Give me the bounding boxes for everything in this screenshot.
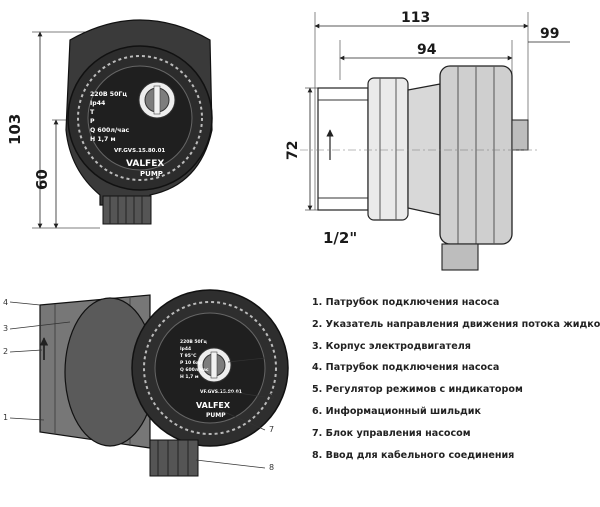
parts-legend: 1. Патрубок подключения насоса 2. Указат…	[312, 296, 600, 470]
iso-nameplate-line-3: T 95°C	[180, 353, 197, 359]
callout-leaders	[9, 301, 266, 469]
iso-model-text: VF.GVS.15.80.01	[200, 389, 242, 395]
legend-item-8: 8. Ввод для кабельного соединения	[312, 449, 515, 461]
front-model-text: VF.GVS.15.80.01	[114, 148, 165, 154]
iso-nameplate-line-6: H 1,7 м	[180, 374, 199, 380]
isometric-view: 220В 50Гц Ip44 T 95°C P 10 бар Q 600л/ча…	[3, 289, 289, 477]
front-nameplate-line-2: Ip44	[90, 100, 106, 107]
dim-72-label: 72	[285, 141, 301, 160]
iso-product-text: PUMP	[206, 412, 226, 419]
side-view: 113 99 94 72 1/2"	[285, 10, 570, 271]
callout-8: 8	[269, 463, 274, 472]
side-cable-gland	[441, 243, 479, 271]
callout-4: 4	[3, 298, 8, 307]
dim-103-label: 103	[6, 114, 24, 145]
callout-2: 2	[3, 347, 8, 356]
front-nameplate-line-3: T	[90, 109, 95, 116]
dim-94-label: 94	[417, 42, 437, 58]
legend-item-4: 4. Патрубок подключения насоса	[312, 362, 500, 374]
front-nameplate-line-5: Q 600л/час	[90, 127, 130, 134]
iso-nameplate-line-2: Ip44	[180, 346, 191, 352]
iso-cable-block	[149, 439, 199, 477]
callout-1: 1	[3, 413, 8, 422]
dim-113-label: 113	[401, 10, 430, 26]
front-nameplate-line-4: P	[90, 118, 95, 125]
callout-7: 7	[269, 425, 274, 434]
callout-5: 5	[269, 353, 274, 362]
legend-item-3: 3. Корпус электродвигателя	[312, 340, 471, 352]
dim-99-label: 99	[540, 26, 559, 42]
side-pipe-fitting	[317, 87, 369, 211]
iso-brand-text: VALFEX	[196, 401, 231, 410]
callout-3: 3	[3, 324, 8, 333]
front-cable-block	[102, 195, 152, 225]
front-product-text: PUMP	[140, 170, 163, 178]
legend-item-1: 1. Патрубок подключения насоса	[312, 297, 500, 308]
dim-thread-label: 1/2"	[323, 229, 357, 247]
front-nameplate-line-1: 220В 50Гц	[90, 91, 127, 98]
front-nameplate-line-6: H 1,7 м	[90, 136, 116, 143]
legend-item-7: 7. Блок управления насосом	[312, 427, 471, 439]
side-union-nut	[367, 77, 409, 221]
dim-60-label: 60	[33, 169, 51, 190]
iso-nameplate-line-4: P 10 бар	[180, 359, 203, 366]
iso-nameplate-line-1: 220В 50Гц	[180, 339, 208, 345]
callout-6: 6	[269, 392, 274, 401]
legend-item-5: 5. Регулятор режимов с индикатором	[312, 384, 523, 396]
legend-item-2: 2. Указатель направления движения потока…	[312, 318, 600, 330]
front-brand-text: VALFEX	[126, 159, 164, 169]
legend-item-6: 6. Информационный шильдик	[312, 405, 482, 417]
iso-nameplate-line-5: Q 600л/час	[180, 367, 209, 373]
front-view: 220В 50Гц Ip44 T P Q 600л/час H 1,7 м VF…	[6, 19, 213, 229]
